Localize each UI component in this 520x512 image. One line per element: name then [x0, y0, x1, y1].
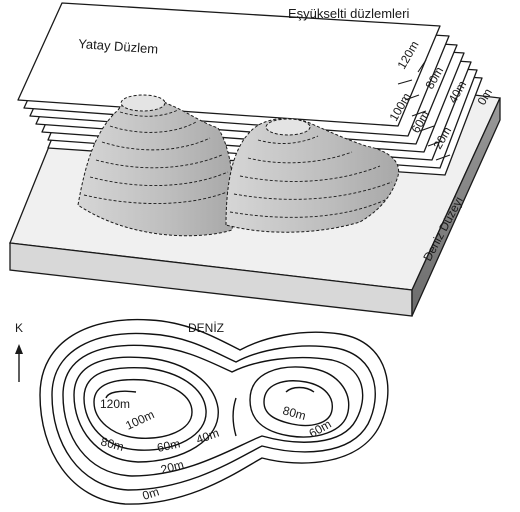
north-label: K	[15, 321, 23, 335]
contour-60m-right	[249, 366, 350, 438]
contour-label-100m: 100m	[123, 407, 156, 432]
contour-label-40m: 40m	[194, 426, 221, 447]
planes-title: Eşyükselti düzlemleri	[288, 6, 409, 21]
contour-summit-right	[285, 386, 315, 393]
hill-left	[77, 94, 234, 237]
contour-80m-left	[83, 366, 207, 451]
contour-100m-left	[93, 378, 193, 439]
north-arrow-icon	[15, 344, 23, 354]
contour-label-20m: 20m	[159, 457, 185, 477]
contour-label-120m: 120m	[100, 397, 130, 411]
top-horizontal-plane	[17, 2, 441, 127]
contour-label-60m-left: 60m	[156, 436, 182, 455]
contour-label-80m-right: 80m	[281, 403, 307, 423]
contour-120m-left	[105, 390, 137, 399]
saddle-line	[232, 397, 237, 437]
contour-map: K DENİZ 120m 100m 80m 60m 40m 20m 0m 80m…	[15, 318, 389, 505]
horizontal-plane-label: Yatay Düzlem	[78, 36, 159, 57]
contour-40m	[62, 344, 364, 477]
elevation-ticks	[397, 59, 451, 161]
contour-label-60m-right: 60m	[307, 417, 334, 441]
contour-60m-left	[73, 356, 219, 463]
hill-right	[225, 118, 400, 233]
contour-0m	[39, 318, 389, 505]
sea-label: DENİZ	[188, 321, 224, 335]
contour-label-0m: 0m	[141, 484, 161, 502]
elevation-planes	[17, 2, 483, 176]
contour-label-80m-left: 80m	[99, 434, 125, 454]
contour-80m-right	[263, 380, 333, 427]
north-arrow: K	[15, 321, 23, 382]
block-diagram: Eşyükselti düzlemleri Yatay Düzlem 120m …	[9, 2, 501, 317]
contour-20m	[51, 332, 376, 491]
